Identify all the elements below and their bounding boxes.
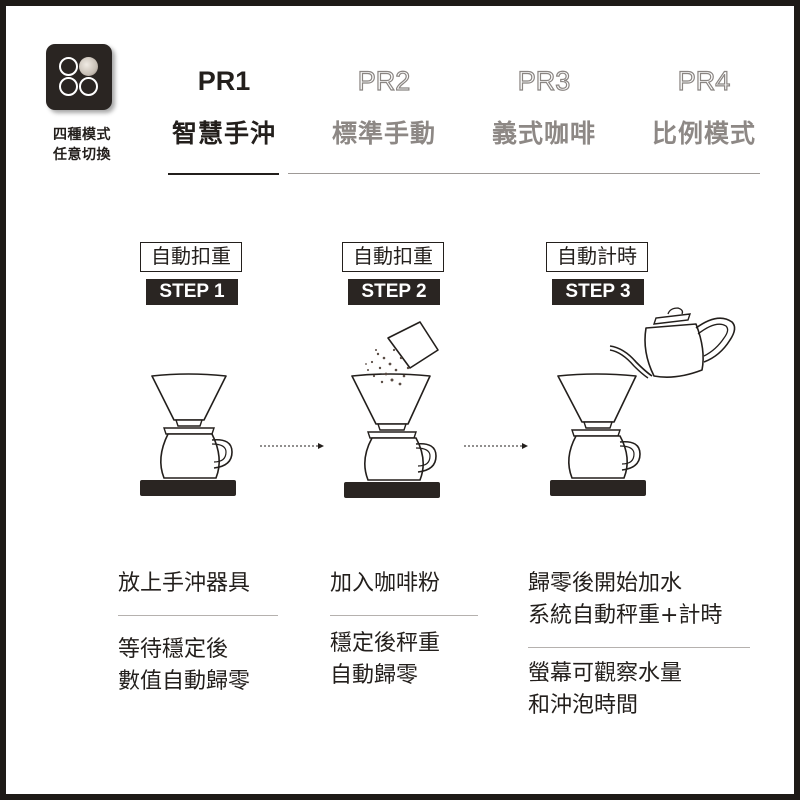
- tab-pr2-code[interactable]: PR2: [357, 65, 411, 96]
- step2-desc-b-line1: 穩定後秤重: [330, 631, 441, 656]
- tab-pr3-code[interactable]: PR3: [517, 65, 571, 96]
- step3-desc-b-line2: 和沖泡時間: [528, 693, 639, 718]
- mode-switch-icon[interactable]: [46, 44, 112, 110]
- step1-separator: [118, 615, 278, 616]
- mode-dot-icon: [79, 77, 98, 96]
- tab-pr1-code[interactable]: PR1: [197, 66, 251, 96]
- step3-desc-a-line2: 系統自動秤重+計時: [528, 603, 723, 628]
- dripper-set-2-icon: [344, 321, 440, 498]
- step1-desc-a-line1: 放上手沖器具: [118, 571, 251, 596]
- step3-title: 自動計時: [546, 242, 648, 272]
- step2-separator: [330, 615, 478, 616]
- tab-pr1-name[interactable]: 智慧手沖: [171, 119, 276, 148]
- brewing-illustration: [140, 307, 736, 498]
- tab-pr3-name[interactable]: 義式咖啡: [491, 119, 596, 148]
- page-frame: 四種模式 任意切換 PR1 智慧手沖 PR2 標準手動 PR3 義式咖啡 PR4…: [6, 6, 794, 794]
- step3-separator: [528, 647, 750, 648]
- dripper-set-3-icon: [550, 373, 646, 496]
- step1-badge: STEP 1: [146, 279, 238, 305]
- step1-title: 自動扣重: [140, 242, 242, 272]
- step2-badge: STEP 2: [348, 279, 440, 305]
- kettle-icon: [609, 307, 736, 379]
- step3-badge: STEP 3: [552, 279, 644, 305]
- mode-note-line1: 四種模式: [53, 127, 111, 143]
- mode-note-line2: 任意切換: [53, 147, 111, 163]
- mode-dot-icon: [59, 57, 78, 76]
- step3-desc-b-line1: 螢幕可觀察水量: [528, 661, 683, 686]
- dripper-set-1-icon: [140, 373, 236, 496]
- tab-pr4-name[interactable]: 比例模式: [651, 119, 756, 148]
- mode-dot-active-icon: [79, 57, 98, 76]
- step1-desc-b-line2: 數值自動歸零: [118, 669, 251, 694]
- step2-desc-a-line1: 加入咖啡粉: [330, 571, 441, 596]
- mode-dot-icon: [59, 77, 78, 96]
- step3-desc-a-line1: 歸零後開始加水: [528, 571, 683, 596]
- tab-divider: [288, 173, 760, 174]
- step2-title: 自動扣重: [342, 242, 444, 272]
- step2-desc-b-line2: 自動歸零: [330, 663, 419, 688]
- tab-pr4-code[interactable]: PR4: [677, 65, 731, 96]
- step1-desc-b-line1: 等待穩定後: [118, 637, 229, 662]
- tab-pr2-name[interactable]: 標準手動: [331, 119, 436, 148]
- tab-active-underline: [168, 173, 279, 175]
